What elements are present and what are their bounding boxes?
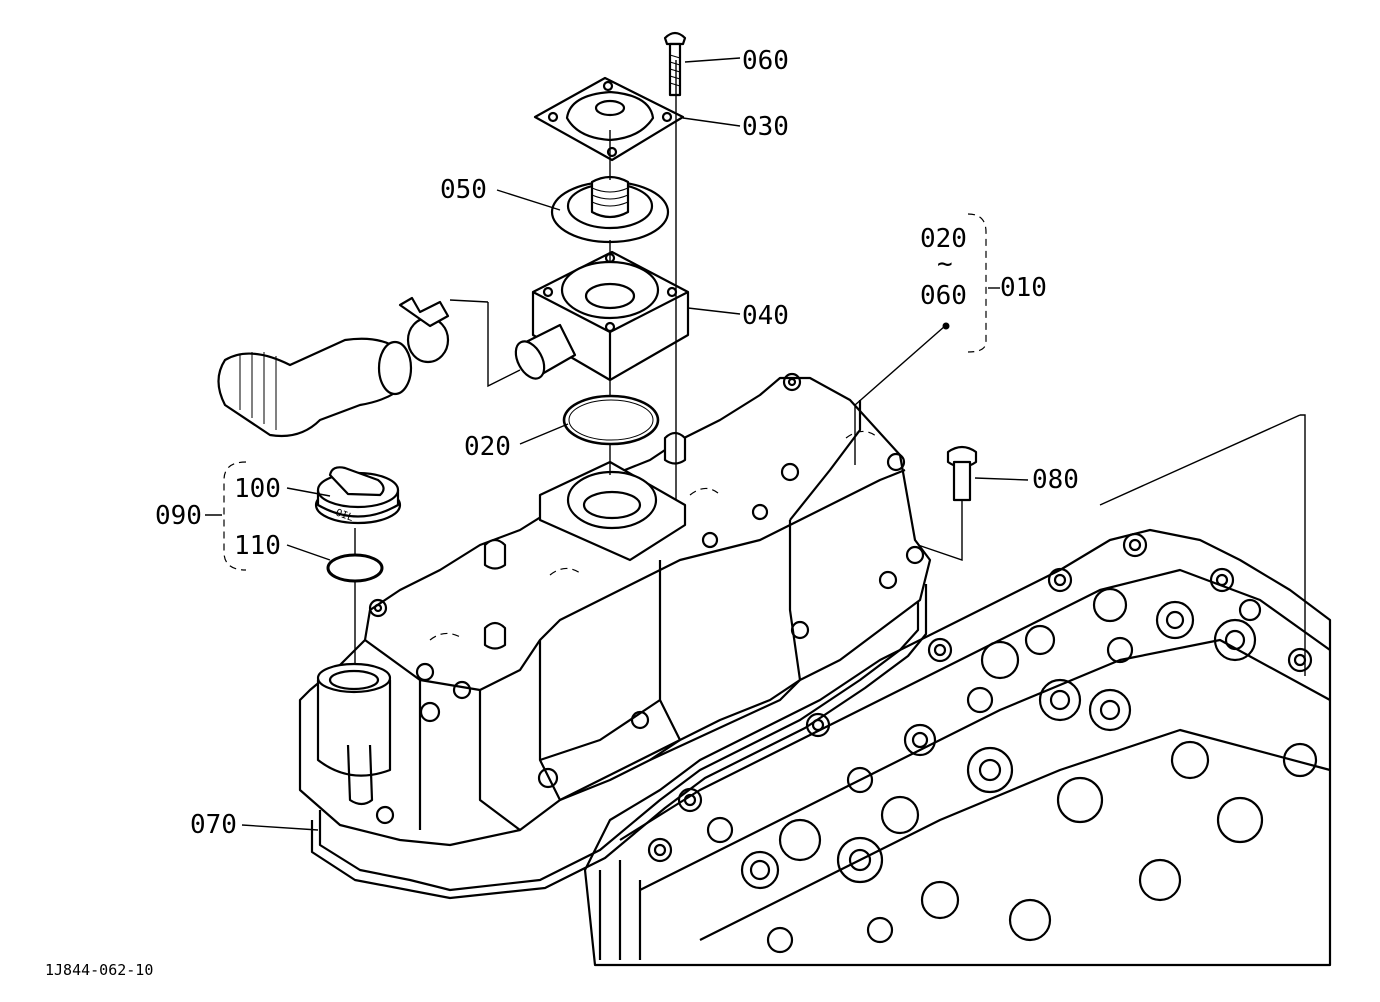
assembly-marker-dot bbox=[942, 322, 950, 330]
cylinder-head-cover bbox=[298, 372, 932, 847]
group-bracket-090 bbox=[223, 461, 247, 571]
cover-gasket-070 bbox=[310, 559, 928, 900]
oil-filler-cap-100: OIL bbox=[314, 466, 402, 525]
callout-090: 090 bbox=[155, 501, 202, 531]
bolt-080 bbox=[946, 445, 978, 502]
o-ring-110 bbox=[326, 553, 384, 583]
callout-100: 100 bbox=[234, 474, 281, 504]
breather-hose bbox=[217, 296, 450, 438]
callout-060: 060 bbox=[742, 46, 789, 76]
callout-070: 070 bbox=[190, 810, 237, 840]
callout-040: 040 bbox=[742, 301, 789, 331]
callout-050: 050 bbox=[440, 175, 487, 205]
callout-020: 020 bbox=[464, 432, 511, 462]
callout-080: 080 bbox=[1032, 465, 1079, 495]
callout-group-to: 060 bbox=[920, 281, 967, 311]
callout-group-tilde: ~ bbox=[937, 249, 953, 279]
screw-060 bbox=[663, 31, 687, 97]
breather-housing-040 bbox=[514, 250, 690, 382]
group-bracket-010 bbox=[967, 213, 987, 353]
callout-group-from: 020 bbox=[920, 224, 967, 254]
callout-110: 110 bbox=[234, 531, 281, 561]
callout-010: 010 bbox=[1000, 273, 1047, 303]
callout-030: 030 bbox=[742, 112, 789, 142]
diagram-reference-code: 1J844-062-10 bbox=[45, 961, 153, 979]
cylinder-head bbox=[583, 528, 1332, 967]
o-ring-020 bbox=[562, 394, 660, 446]
leader-lines bbox=[205, 57, 1306, 831]
breather-cover-030 bbox=[533, 76, 685, 162]
diaphragm-050 bbox=[550, 175, 670, 244]
